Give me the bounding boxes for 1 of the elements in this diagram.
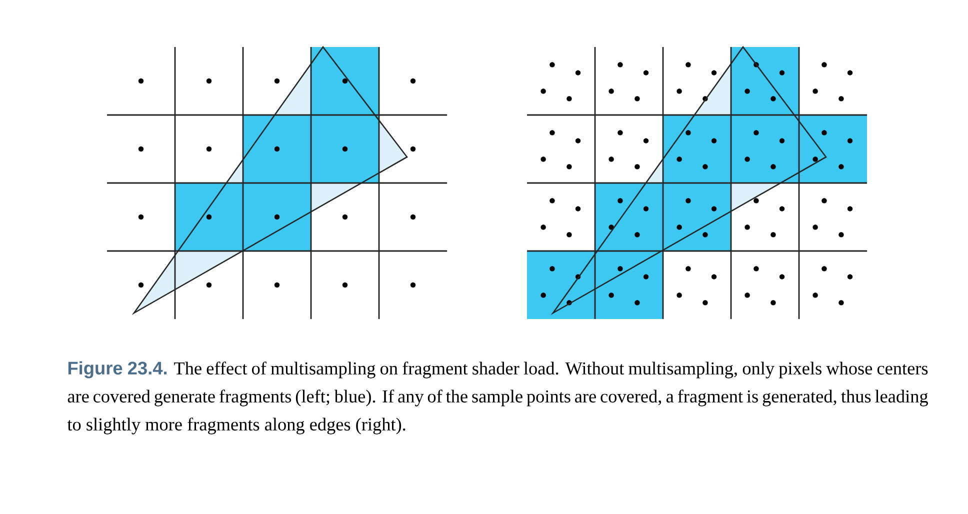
figure-caption: Figure 23.4. The effect of multisampling on fragment shader load. Without multisampling, only pixels whose centers are covered generate fragments (left; blue). If any of the sample points are covered, a fragment is generated, thus leading to slightly more fragments along edges (right). xyxy=(67,361,928,434)
